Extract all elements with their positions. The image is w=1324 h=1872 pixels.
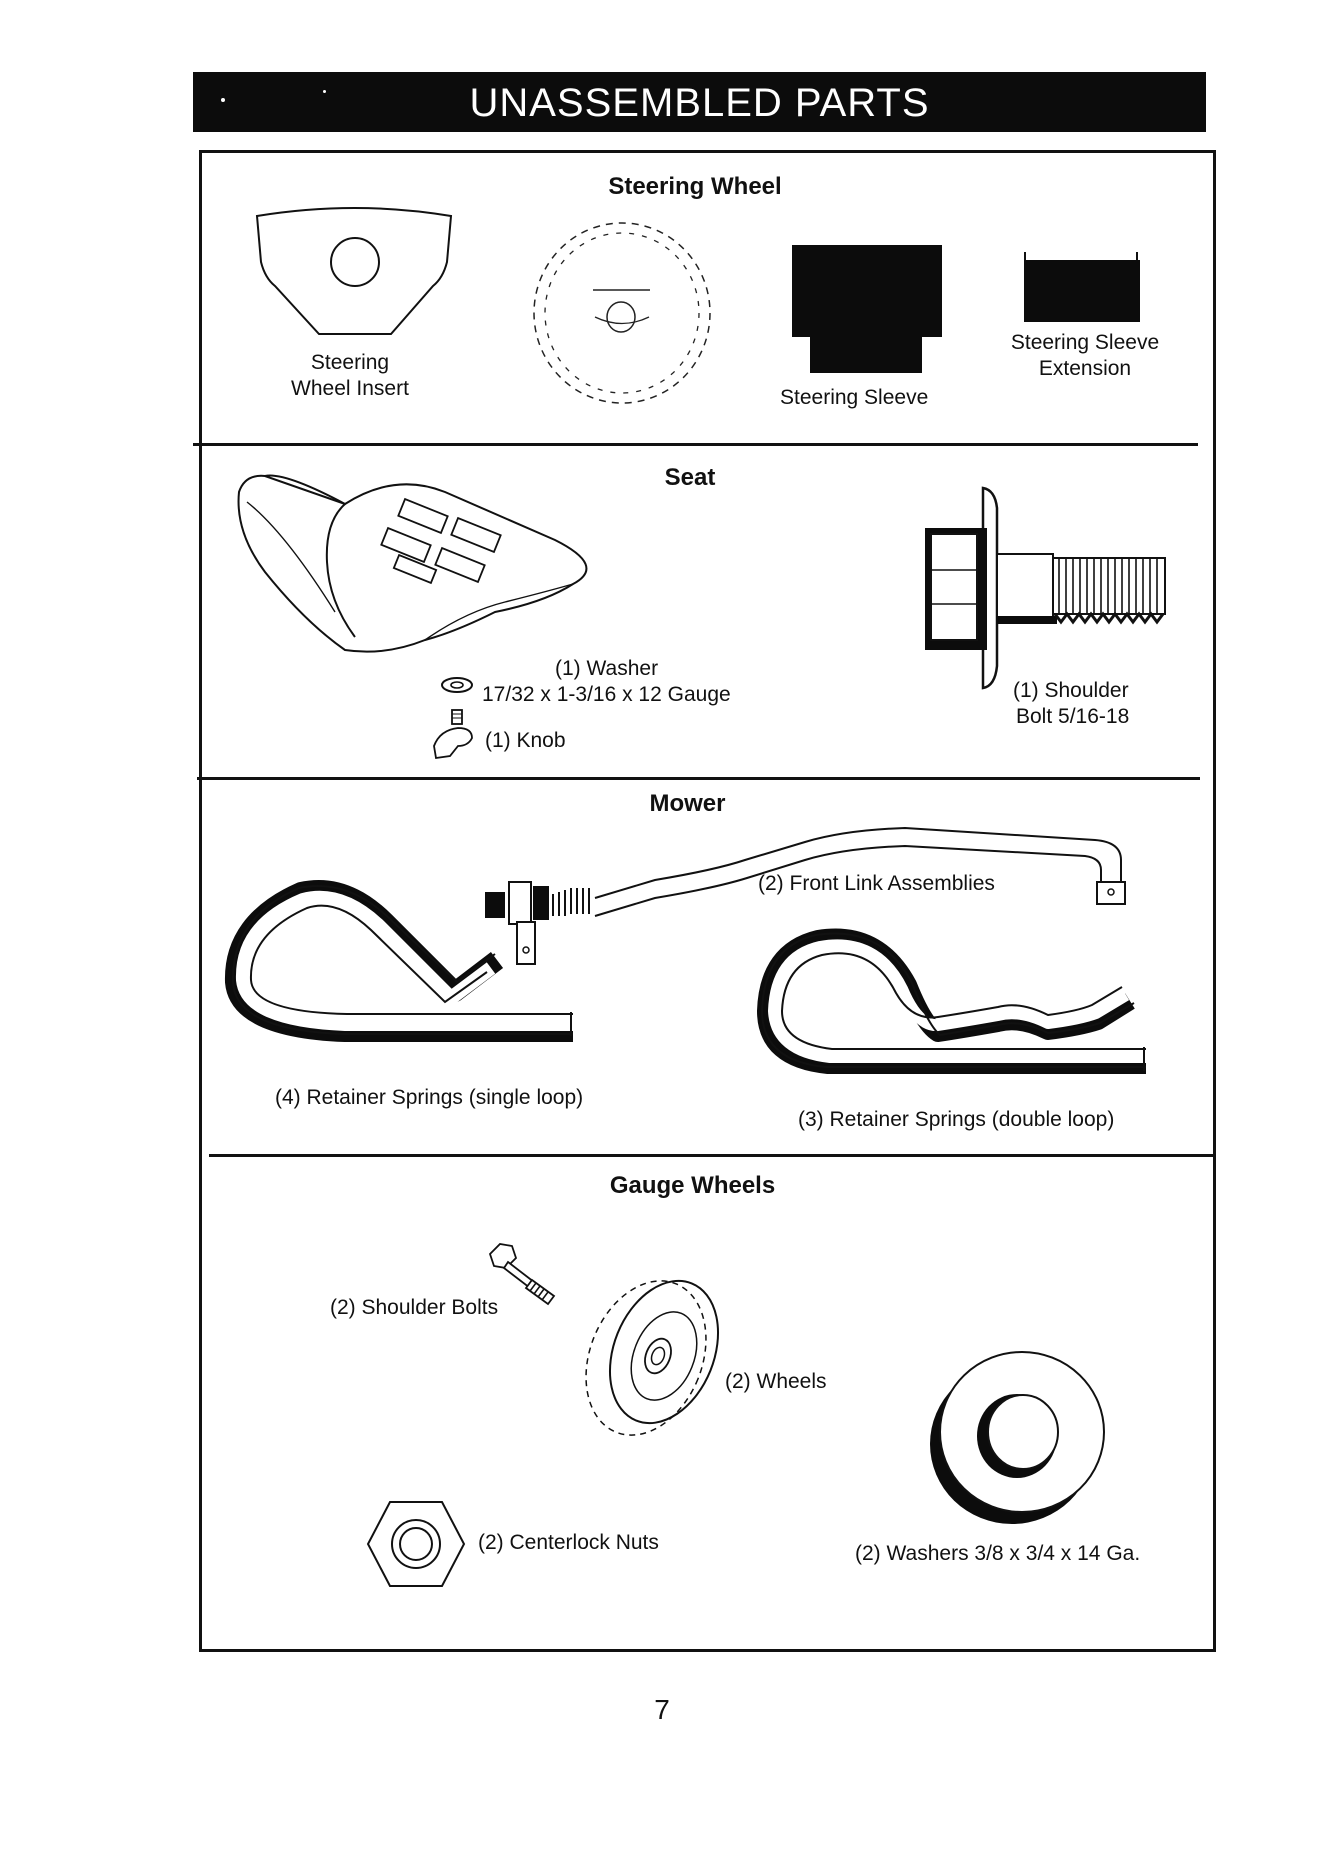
- gauge-wheel-icon: [585, 1279, 720, 1436]
- washer-label-1: (1) Washer: [555, 657, 659, 680]
- steering-sleeve-extension-icon: [1024, 252, 1140, 322]
- page-number: 7: [654, 1694, 670, 1725]
- page-title-banner: UNASSEMBLED PARTS: [193, 72, 1206, 132]
- parts-frame: [199, 150, 1216, 1652]
- front-link-label: (2) Front Link Assemblies: [758, 872, 995, 895]
- shoulder-bolt-label-2: Bolt 5/16-18: [1016, 705, 1130, 728]
- double-loop-label: (3) Retainer Springs (double loop): [798, 1108, 1115, 1131]
- steering-wheel-icon: [533, 222, 711, 404]
- banner-speck: [221, 98, 225, 102]
- centerlock-nuts-label: (2) Centerlock Nuts: [478, 1531, 659, 1554]
- centerlock-nut-icon: [366, 1501, 466, 1587]
- steering-wheel-insert-label-1: Steering: [310, 351, 390, 374]
- steering-sleeve-label: Steering Sleeve: [780, 386, 929, 409]
- single-loop-retainer-spring-icon: [224, 880, 573, 1042]
- steering-sleeve-extension-label-1: Steering Sleeve: [1010, 331, 1160, 354]
- steering-wheel-insert-label-2: Wheel Insert: [291, 377, 409, 400]
- seat-icon: [237, 474, 588, 653]
- knob-label: (1) Knob: [485, 729, 566, 752]
- gauge-wheels-section-title: Gauge Wheels: [609, 1172, 776, 1199]
- page-title: UNASSEMBLED PARTS: [469, 81, 930, 125]
- section-divider: [193, 443, 1198, 446]
- large-washer-icon: [930, 1351, 1105, 1524]
- section-divider: [209, 1154, 1214, 1157]
- seat-section-title: Seat: [664, 464, 716, 491]
- knob-icon: [433, 709, 473, 760]
- washer-icon: [441, 677, 473, 693]
- steering-wheel-insert-icon: [255, 207, 453, 335]
- banner-speck: [323, 90, 326, 93]
- steering-wheel-section-title: Steering Wheel: [608, 173, 782, 200]
- wheels-label: (2) Wheels: [725, 1370, 827, 1393]
- steering-sleeve-icon: [792, 245, 942, 373]
- shoulder-bolt-icon: [925, 486, 1166, 690]
- steering-sleeve-extension-label-2: Extension: [1038, 357, 1132, 380]
- washer-label-2: 17/32 x 1-3/16 x 12 Gauge: [482, 683, 731, 706]
- washers-label: (2) Washers 3/8 x 3/4 x 14 Ga.: [855, 1542, 1141, 1565]
- shoulder-bolt-label-1: (1) Shoulder: [1013, 679, 1129, 702]
- front-link-assembly-icon: [485, 826, 1126, 965]
- shoulder-bolts-label: (2) Shoulder Bolts: [330, 1296, 499, 1319]
- double-loop-retainer-spring-icon: [757, 928, 1146, 1074]
- single-loop-label: (4) Retainer Springs (single loop): [275, 1086, 584, 1109]
- section-divider: [197, 777, 1200, 780]
- small-shoulder-bolt-icon: [488, 1243, 556, 1306]
- mower-section-title: Mower: [649, 790, 726, 817]
